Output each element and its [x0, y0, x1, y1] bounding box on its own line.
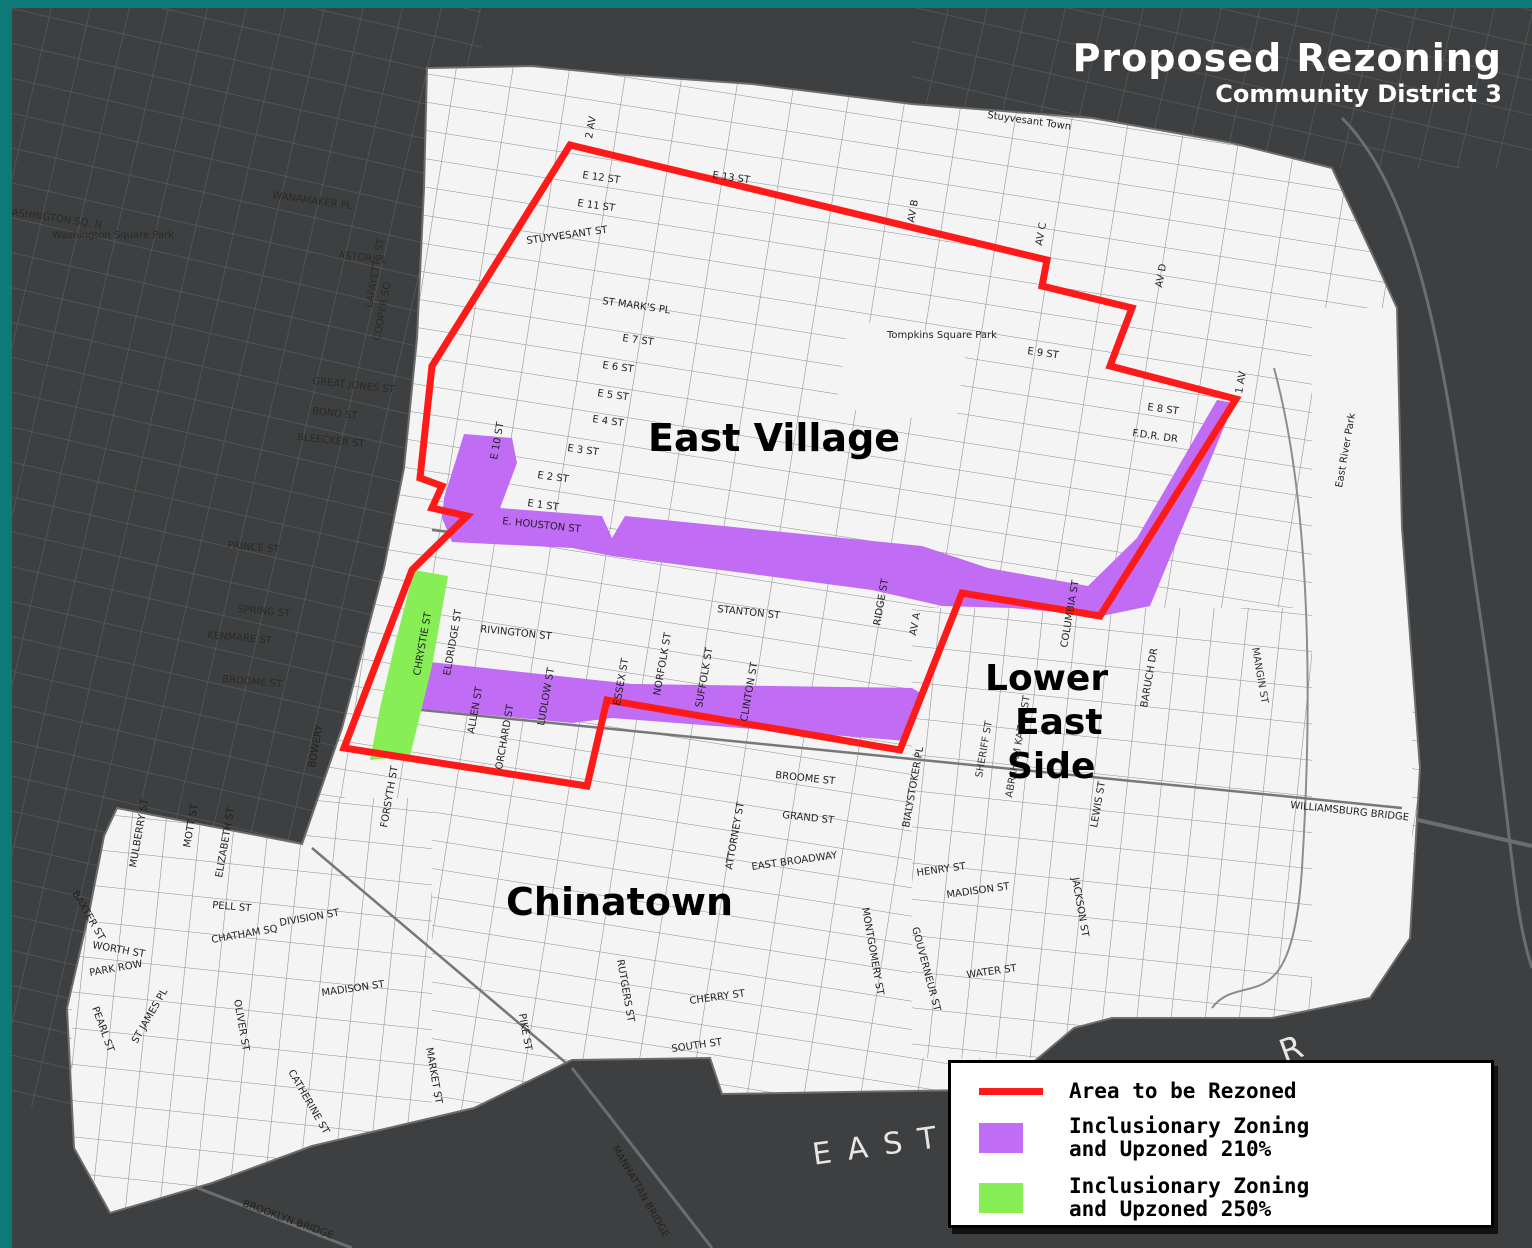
map-subtitle: Community District 3 — [1215, 80, 1502, 108]
legend-iz250-swatch — [979, 1183, 1023, 1213]
street-label: SPRING ST — [237, 604, 292, 620]
street-label: E 13 ST — [712, 170, 752, 186]
legend-rezoned-swatch — [979, 1088, 1043, 1095]
land-outline — [65, 64, 1422, 1215]
street-label: E 8 ST — [1147, 402, 1181, 417]
street-label: AV B — [906, 199, 921, 224]
iz-210-areas — [412, 400, 1234, 741]
iz-250-chrystie-area — [370, 570, 448, 760]
legend-rezoned-label: Area to be Rezoned — [1069, 1079, 1297, 1103]
legend-iz250-label: Inclusionary Zoning and Upzoned 250% — [1069, 1174, 1310, 1221]
iz-210-delancey-corridor — [412, 660, 922, 741]
map-title-block: Proposed Rezoning Community District 3 — [1073, 36, 1502, 108]
lower-east-side-label-line2: East — [1015, 702, 1103, 743]
street-label: PRINCE ST — [227, 540, 281, 556]
delancey-street — [401, 706, 1403, 810]
map-title: Proposed Rezoning — [1072, 36, 1502, 80]
brooklyn-bridge-line — [171, 1176, 353, 1248]
map-legend: Area to be Rezoned Inclusionary Zoning a… — [948, 1060, 1494, 1228]
street-label: E 12 ST — [582, 170, 622, 186]
street-label: Washington Square Park — [52, 230, 174, 241]
street-label: 1 AV — [1234, 370, 1249, 394]
street-label: E 2 ST — [537, 470, 571, 485]
manhattan-bridge-approach — [311, 847, 573, 1069]
street-label: E 3 ST — [567, 443, 601, 458]
street-label: E 1 ST — [527, 498, 561, 513]
street-label: E 4 ST — [592, 414, 626, 429]
tompkins-square-park — [836, 320, 968, 424]
legend-row-iz250: Inclusionary Zoning and Upzoned 250% — [951, 1175, 1491, 1225]
manhattan-bridge-line — [570, 1067, 714, 1248]
street-label: AV D — [1154, 263, 1169, 289]
east-village-label: East Village — [648, 416, 901, 460]
lower-east-side-label-line1: Lower — [985, 658, 1109, 699]
street-label: Tompkins Square Park — [886, 330, 997, 341]
legend-row-rezoned: Area to be Rezoned — [951, 1077, 1491, 1107]
fdr-drive — [1211, 367, 1309, 1009]
street-label: BROOME ST — [222, 674, 284, 690]
street-label: AV C — [1034, 222, 1049, 247]
street-label: ASTOR PL — [338, 250, 388, 266]
street-label: E 9 ST — [1027, 346, 1061, 361]
street-label: E 7 ST — [622, 333, 656, 348]
east-river-highway — [1340, 116, 1532, 969]
street-label: AV A — [908, 612, 923, 637]
iz-210-houston-corridor — [442, 400, 1234, 616]
street-label: E 11 ST — [577, 198, 617, 214]
street-label: E 6 ST — [602, 360, 636, 375]
legend-row-iz210: Inclusionary Zoning and Upzoned 210% — [951, 1115, 1491, 1165]
street-label: E 5 ST — [597, 388, 631, 403]
street-label: BROOKLYN BRIDGE — [241, 1198, 335, 1241]
east-river-park — [1312, 308, 1412, 1008]
lower-east-side-label-line3: Side — [1007, 746, 1096, 787]
street-label: 2 AV — [584, 115, 599, 139]
legend-iz210-swatch — [979, 1123, 1023, 1153]
legend-iz210-label: Inclusionary Zoning and Upzoned 210% — [1069, 1114, 1310, 1161]
street-label: BOND ST — [312, 406, 359, 422]
street-label: GRAND ST — [782, 810, 836, 826]
chinatown-label: Chinatown — [506, 880, 734, 924]
street-label: PELL ST — [212, 900, 253, 914]
street-label: MANHATTAN BRIDGE — [609, 1144, 670, 1239]
rezoning-boundary — [339, 141, 1242, 790]
